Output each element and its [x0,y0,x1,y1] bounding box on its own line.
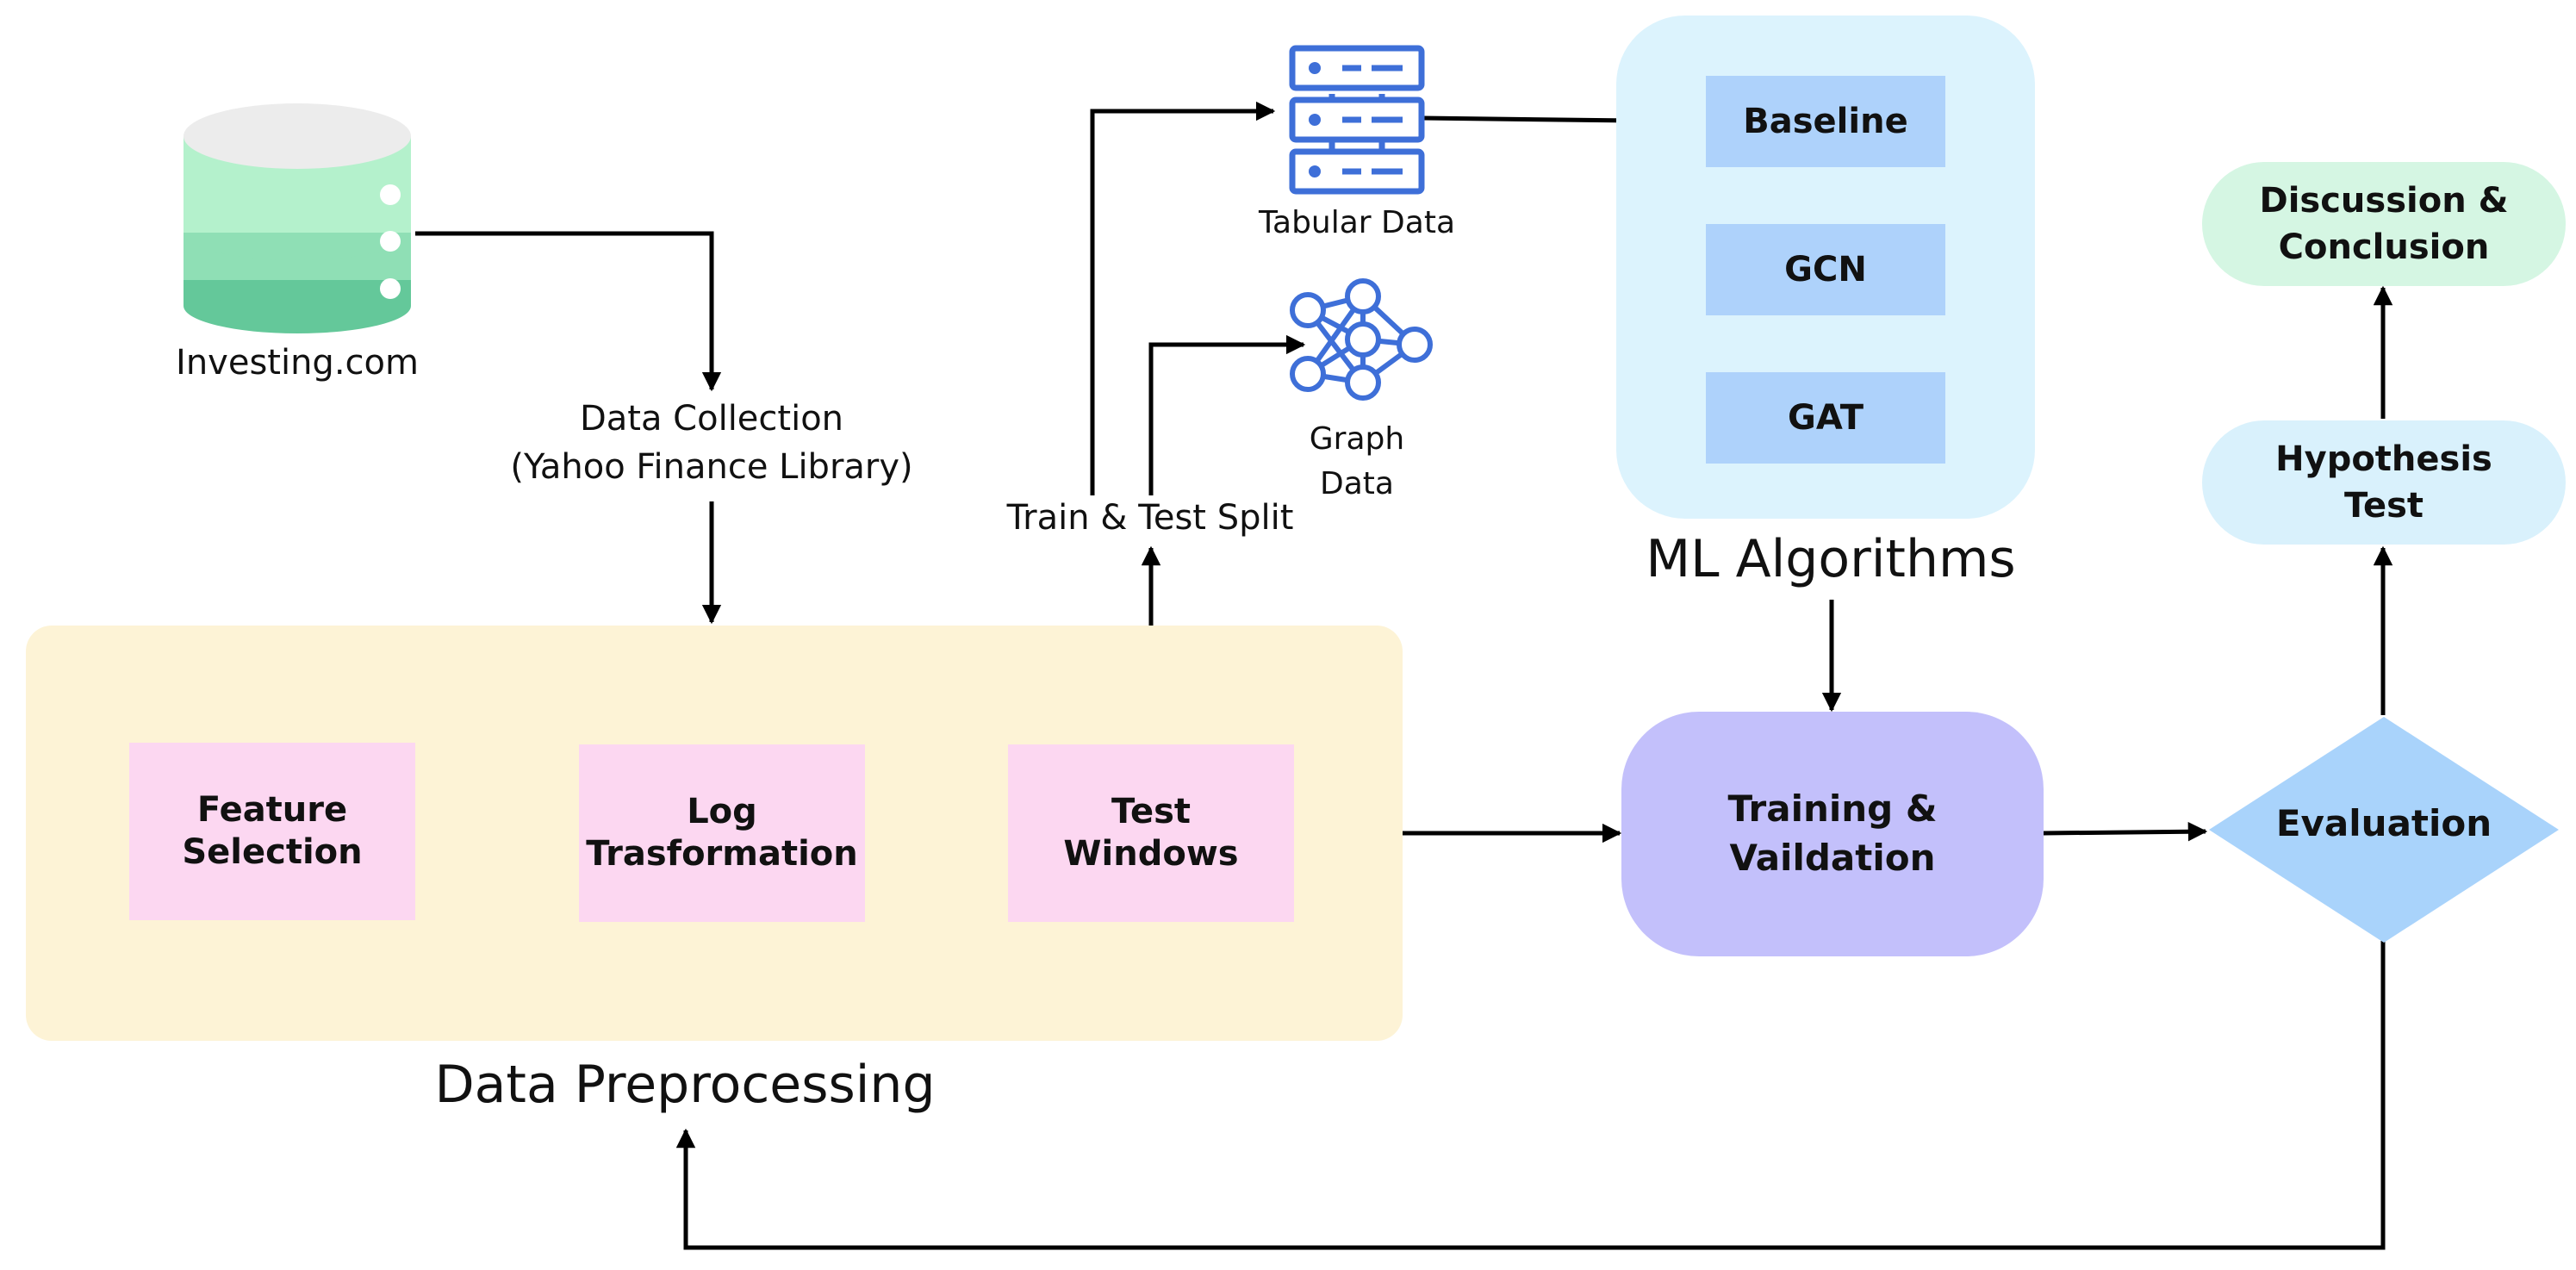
server-rack-icon [1289,45,1425,195]
split-label: Train & Test Split [1006,498,1294,538]
graph-data-label: Graph Data [1309,421,1405,502]
graph-network-icon [1290,278,1433,401]
arrow-split-to-tabular [1090,101,1276,495]
arrow-split-to-graph [1148,334,1306,495]
source-label: Investing.com [176,343,419,383]
preprocessing-title: Data Preprocessing [434,1055,936,1115]
ml-algorithms-title: ML Algorithms [1646,529,2016,589]
data-collection-label: Data Collection (Yahoo Finance Library) [510,399,913,487]
discussion-conclusion-node: Discussion &Conclusion [2202,162,2566,286]
evaluation-diamond [2209,717,2559,943]
evaluation-label: Evaluation [2275,802,2492,845]
database-icon [184,103,411,333]
arrow-training-to-evaluation [2043,821,2208,842]
arrow-db-to-collection [415,231,722,392]
model-gcn: GCN [1706,224,1945,315]
arrow-evaluation-feedback [675,941,2386,1250]
tabular-data-label: Tabular Data [1258,205,1456,240]
model-baseline: Baseline [1706,76,1945,167]
model-gat: GAT [1706,372,1945,464]
training-validation-node: Training &Vaildation [1621,712,2044,956]
